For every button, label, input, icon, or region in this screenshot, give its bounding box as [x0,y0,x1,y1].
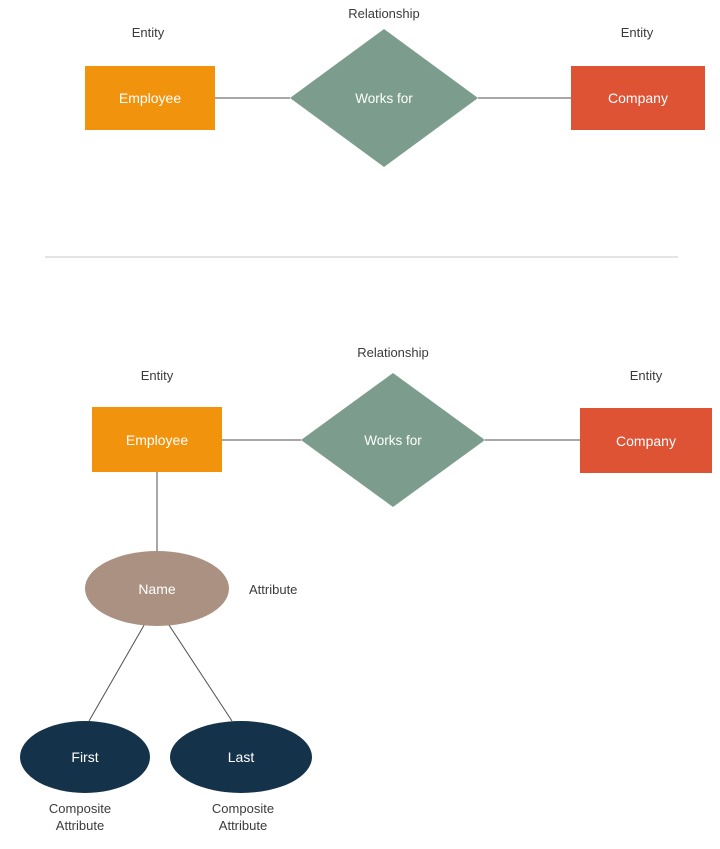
composite-attribute-label-first: Composite Attribute [48,801,112,833]
works-for-relationship-label-top: Works for [355,90,413,106]
top-entity-right-label: Entity [620,25,654,40]
employee-entity-top: Employee [85,66,215,130]
top-entity-left-label: Entity [131,25,165,40]
company-entity-bottom: Company [580,408,712,473]
composite-attribute-label-last: Composite Attribute [211,801,275,833]
last-composite-attribute-ellipse: Last [170,721,312,793]
connector-name-first [88,619,148,722]
connector-name-last [166,621,233,722]
first-composite-attribute-ellipse: First [20,721,150,793]
bottom-relationship-label: Relationship [357,345,429,360]
bottom-entity-right-label: Entity [629,368,663,383]
top-relationship-label: Relationship [348,6,420,21]
bottom-entity-left-label: Entity [140,368,174,383]
company-entity-top: Company [571,66,705,130]
attribute-label: Attribute [249,582,298,597]
employee-entity-bottom: Employee [92,407,222,472]
name-attribute-ellipse: Name [85,551,229,626]
works-for-relationship-label-bottom: Works for [364,432,422,448]
